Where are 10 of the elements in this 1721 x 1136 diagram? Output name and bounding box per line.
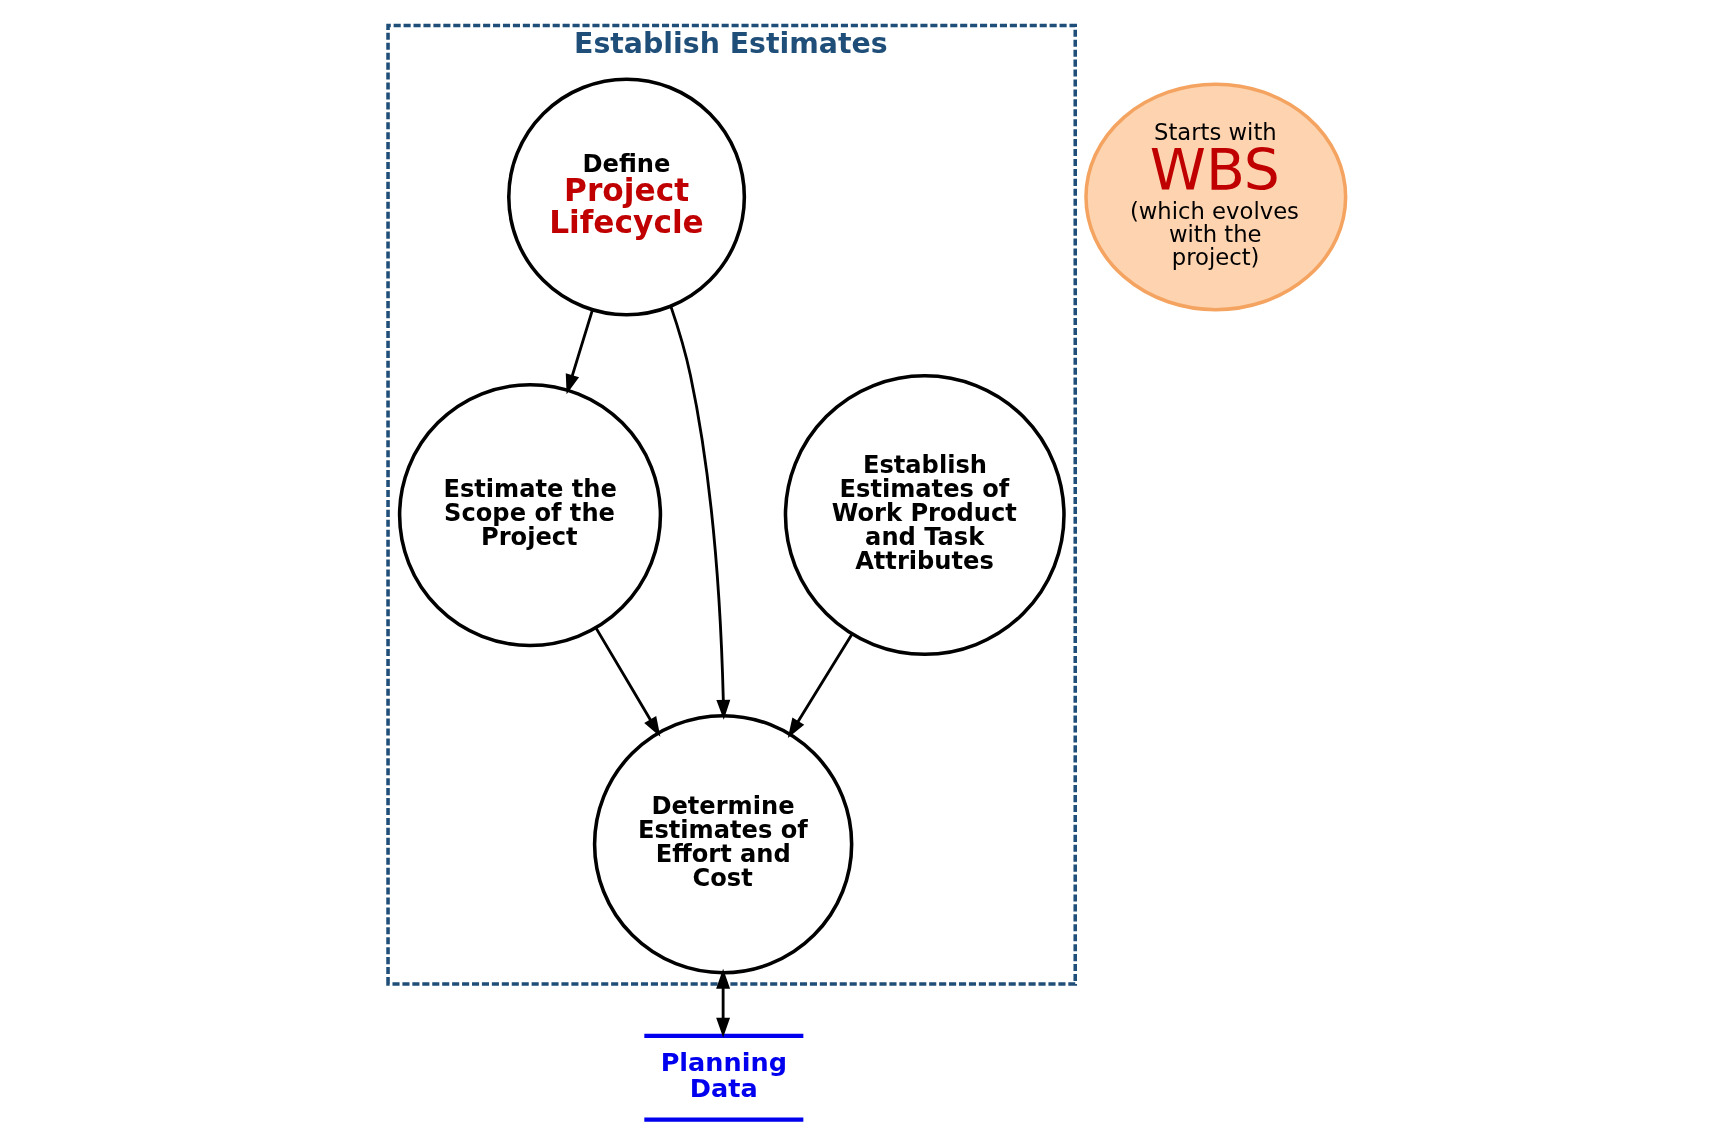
- arrow: [787, 633, 853, 739]
- arrow: [715, 968, 730, 1038]
- node-ellipse: Starts with WBS (which evolves with the project): [1083, 82, 1347, 312]
- node-text: Planning Data: [660, 1047, 787, 1103]
- arrow: [668, 305, 730, 720]
- arrow: [594, 627, 660, 737]
- node-circle: Define Project Lifecycle: [506, 77, 746, 317]
- node-circle: Estimate the Scope of the Project: [397, 382, 662, 648]
- node-circle: Establish Estimates of Work Product and Task Attributes: [783, 374, 1066, 657]
- arrow: [565, 309, 594, 395]
